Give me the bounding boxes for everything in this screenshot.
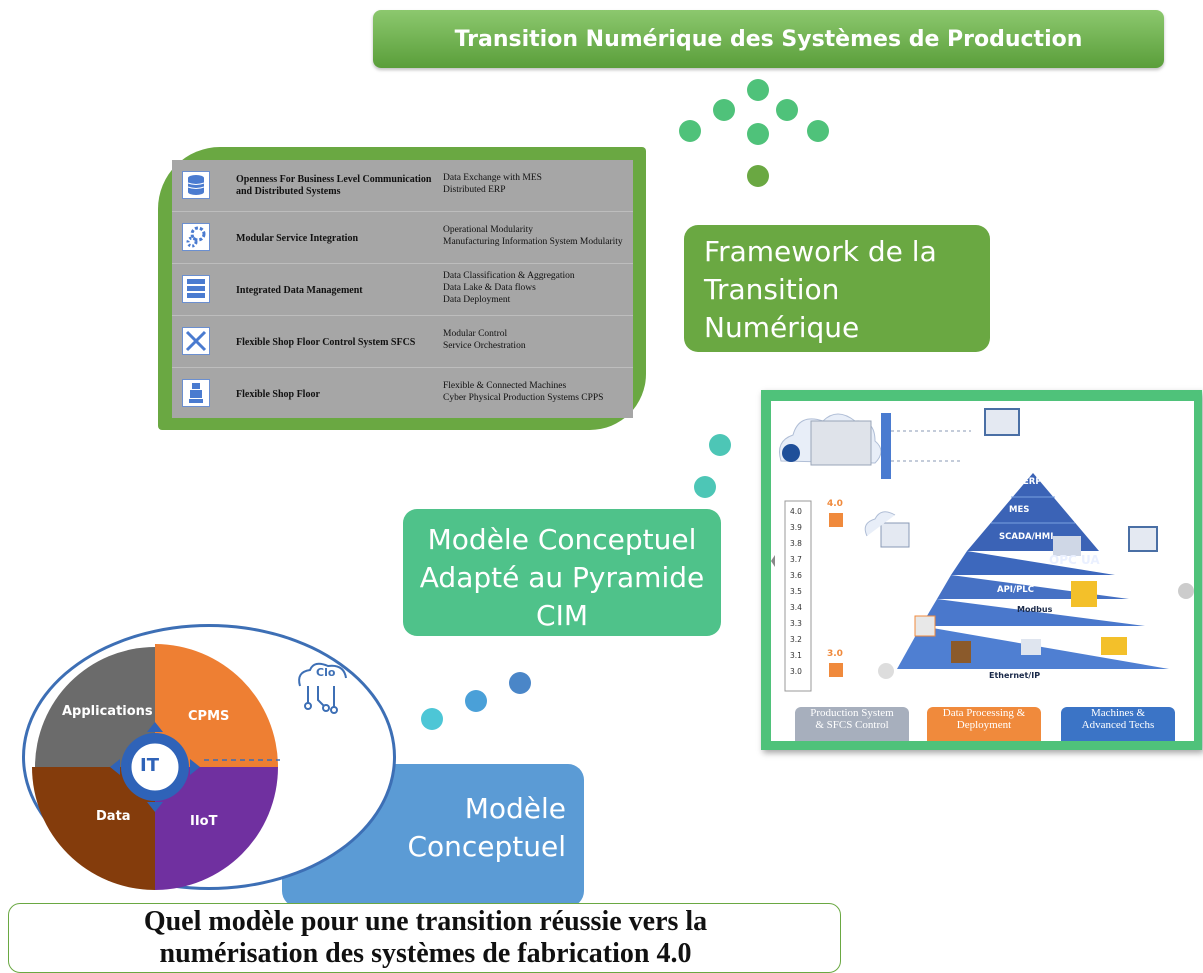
framework-row: Modular Service Integration Operational … (172, 212, 633, 264)
robot-icon (182, 379, 210, 407)
scale-badge-top: 4.0 (827, 499, 843, 509)
page-title: Transition Numérique des Systèmes de Pro… (373, 10, 1164, 68)
scale-badge-bottom: 3.0 (827, 649, 843, 659)
ethernet-label: Ethernet/IP (989, 671, 1041, 680)
framework-table: Openness For Business Level Communicatio… (172, 160, 633, 418)
cloud-circuit-icon: Clo (294, 660, 352, 714)
framework-row-title: Modular Service Integration (236, 233, 359, 244)
tools-icon (182, 327, 210, 355)
conceptual-model-chart: Applications CPMS Data IIoT IT (30, 642, 391, 892)
framework-row: Flexible Shop Floor Flexible & Connected… (172, 368, 633, 419)
database-icon (182, 171, 210, 199)
pyramid-level-erp: ERP (1023, 477, 1042, 487)
tag-data-processing: Data Processing &Deployment (927, 707, 1041, 741)
framework-row-title: Flexible Shop Floor (236, 389, 320, 400)
gears-icon (182, 223, 210, 251)
framework-row-title: Openness For Business Level Communicatio… (236, 174, 432, 197)
framework-row-title: Flexible Shop Floor Control System SFCS (236, 337, 416, 348)
cloud-label: Clo (316, 666, 336, 679)
framework-row-title: Integrated Data Management (236, 285, 363, 296)
pyramid-level-plc: API/PLC (997, 585, 1034, 595)
quadrant-applications: Applications (62, 704, 153, 719)
server-icon (182, 275, 210, 303)
question-line-2: numérisation des systèmes de fabrication… (159, 938, 692, 969)
quadrant-data: Data (96, 809, 131, 824)
opcua-label: OPC UA (1049, 553, 1100, 567)
pyramid-level-mes: MES (1009, 505, 1030, 515)
framework-row: Integrated Data Management Data Classifi… (172, 264, 633, 316)
center-it: IT (140, 755, 159, 776)
framework-row: Openness For Business Level Communicatio… (172, 160, 633, 212)
question-line-1: Quel modèle pour une transition réussie … (143, 906, 708, 937)
modbus-label: Modbus (1017, 605, 1053, 614)
framework-row: Flexible Shop Floor Control System SFCS … (172, 316, 633, 368)
quadrant-cpms: CPMS (188, 709, 230, 724)
tag-production-system: Production System& SFCS Control (795, 707, 909, 741)
question-box: Quel modèle pour une transition réussie … (8, 903, 841, 973)
pyramid-figure: ERP MES SCADA/HMI OPC UA API/PLC Modbus … (771, 401, 1194, 741)
tag-machines: Machines &Advanced Techs (1061, 707, 1175, 741)
quadrant-iiot: IIoT (190, 814, 218, 829)
pyramid-level-scada: SCADA/HMI (999, 532, 1054, 542)
